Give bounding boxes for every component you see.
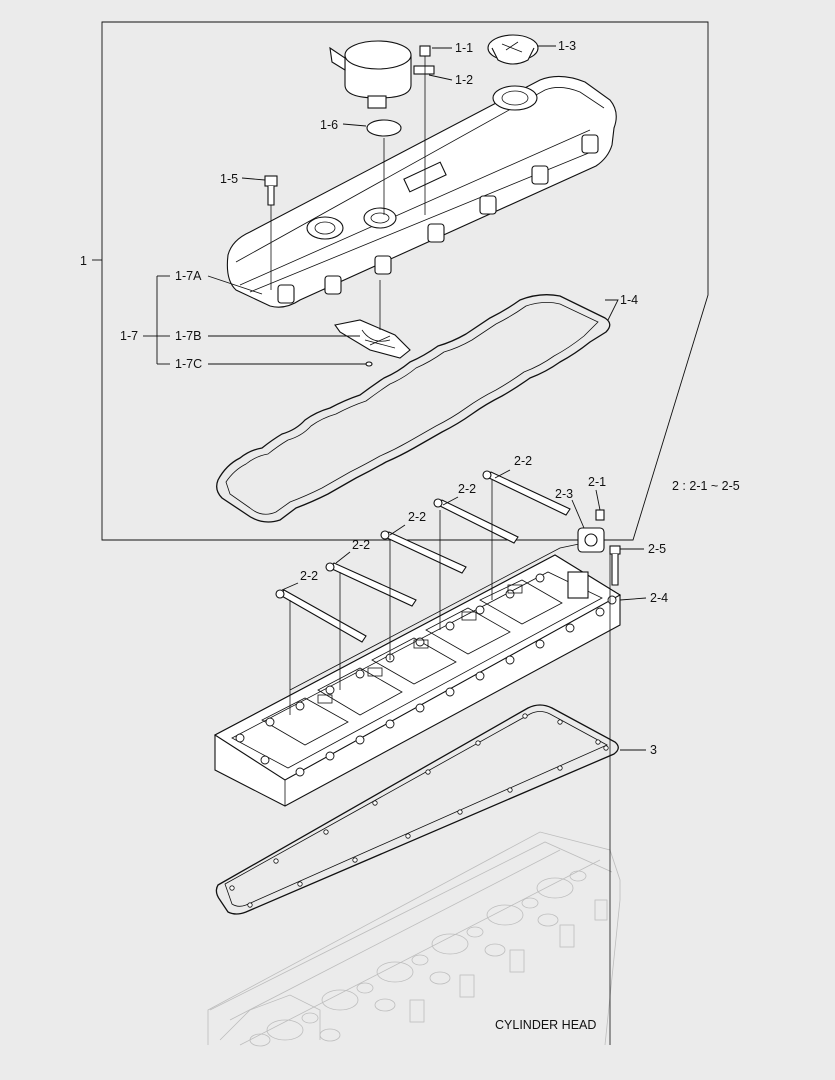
group-1-frame: [101, 21, 709, 541]
label-1-6: 1-6: [320, 118, 338, 132]
bolt-1-2: [413, 45, 435, 215]
label-2-2: 2-2: [458, 482, 476, 496]
label-2-4: 2-4: [650, 591, 668, 605]
o-ring-1-6: [366, 119, 402, 215]
cover-gasket-1-4: [216, 294, 611, 523]
label-3: 3: [650, 743, 657, 757]
label-1-1: 1-1: [455, 41, 473, 55]
bolt-2-5: [609, 545, 621, 586]
label-1-7: 1-7: [120, 329, 138, 343]
label-cylinder-head: CYLINDER HEAD: [495, 1018, 596, 1032]
part-labels: 1 1-1 1-2 1-3 1-4 1-5 1-6 1-7 1-7A 1-7B …: [80, 39, 740, 1032]
label-1: 1: [80, 254, 87, 268]
label-2-1: 2-1: [588, 475, 606, 489]
label-1-4: 1-4: [620, 293, 638, 307]
bracket-1-7: [334, 280, 411, 367]
bolt-1-5: [264, 175, 278, 290]
label-1-7c: 1-7C: [175, 357, 202, 371]
oil-cap-1-3: [487, 34, 539, 65]
bolt-2-1: [595, 509, 605, 521]
label-1-7b: 1-7B: [175, 329, 201, 343]
label-2-5: 2-5: [648, 542, 666, 556]
label-1-3: 1-3: [558, 39, 576, 53]
label-2-3: 2-3: [555, 487, 573, 501]
leader-lines: [92, 45, 647, 751]
injector-harness-2-2: [275, 470, 611, 1045]
label-2-2: 2-2: [514, 454, 532, 468]
label-1-2: 1-2: [455, 73, 473, 87]
label-group-2-range: 2 : 2-1 ~ 2-5: [672, 479, 740, 493]
valve-cover: [226, 75, 617, 308]
cylinder-head: [207, 831, 621, 1047]
sensor-2-3: [577, 527, 605, 553]
rocker-housing-2-4: [213, 554, 622, 807]
label-1-7a: 1-7A: [175, 269, 202, 283]
label-2-2: 2-2: [352, 538, 370, 552]
breather-1-1: [329, 40, 412, 109]
label-2-2: 2-2: [408, 510, 426, 524]
label-1-5: 1-5: [220, 172, 238, 186]
head-gasket-3: [215, 704, 619, 915]
label-2-2: 2-2: [300, 569, 318, 583]
